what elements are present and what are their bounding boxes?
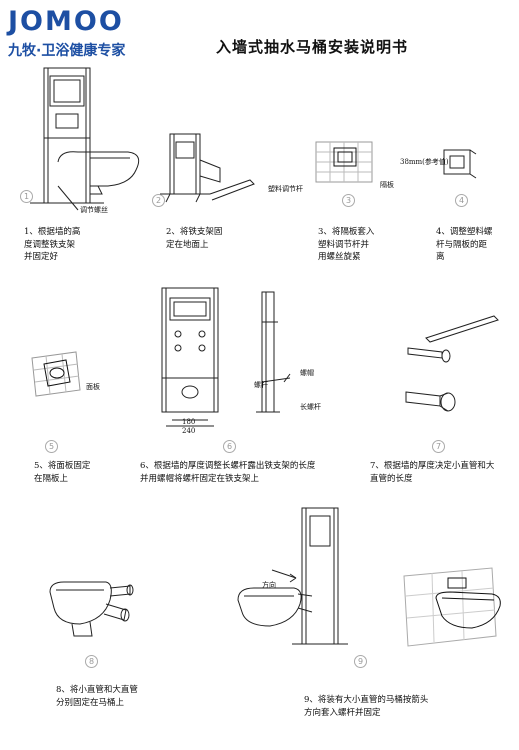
step8-text: 8、将小直管和大直管分别固定在马桶上 <box>56 685 138 708</box>
step9-text: 9、将装有大小直管的马桶按箭头方向套入螺杆并固定 <box>304 695 429 718</box>
step8-number: 8 <box>85 655 98 668</box>
step5-illustration <box>28 350 98 400</box>
step4-text: 4、调整塑料螺杆与隔板的距离 <box>436 227 493 262</box>
step9-illustration <box>232 504 362 654</box>
step9-result-illustration <box>396 566 506 650</box>
step2-illustration <box>150 120 260 210</box>
step2-number: 2 <box>152 194 165 207</box>
step3-text: 3、将隔板套入塑料调节杆并用螺丝旋紧 <box>318 227 375 262</box>
plastic-rod-label: 塑料调节杆 <box>268 185 303 193</box>
partition-label: 隔板 <box>380 181 394 189</box>
step1-illustration <box>18 62 168 217</box>
step5-number: 5 <box>45 440 58 453</box>
direction-label: 方向 <box>262 581 276 589</box>
panel-label: 面板 <box>86 383 100 391</box>
dim-b-label: 240 <box>182 427 196 435</box>
brand-logo: JOMOO <box>8 6 124 37</box>
adjust-screw-label: 调节螺丝 <box>80 206 108 214</box>
step9-number: 9 <box>354 655 367 668</box>
step3-illustration <box>310 138 380 188</box>
dim-a-label: 180 <box>182 418 196 426</box>
step7-number: 7 <box>432 440 445 453</box>
step6-illustration <box>150 282 310 432</box>
screw-label: 螺杆 <box>254 381 268 389</box>
step1-text: 1、根据墙的高度调整铁支架并固定好 <box>24 227 81 262</box>
step6-number: 6 <box>223 440 236 453</box>
step3-number: 3 <box>342 194 355 207</box>
step7-text: 7、根据墙的厚度决定小直管和大直管的长度 <box>370 461 495 484</box>
step1-number: 1 <box>20 190 33 203</box>
step7-illustration <box>400 312 500 416</box>
brand-tagline: 九牧·卫浴健康专家 <box>8 43 126 59</box>
step5-text: 5、将面板固定在隔板上 <box>34 461 91 484</box>
nut-label: 螺帽 <box>300 369 314 377</box>
step4-number: 4 <box>455 194 468 207</box>
step6-text: 6、根据墙的厚度调整长螺杆露出铁支架的长度并用螺帽将螺杆固定在铁支架上 <box>140 461 316 484</box>
bolt-label: 长螺杆 <box>300 403 321 411</box>
step2-text: 2、将铁支架固定在地面上 <box>166 227 223 250</box>
step8-illustration <box>44 572 144 644</box>
step4-illustration <box>440 146 480 182</box>
page-title: 入墙式抽水马桶安装说明书 <box>216 38 409 56</box>
distance-label: 38mm(参考值) <box>400 158 449 166</box>
